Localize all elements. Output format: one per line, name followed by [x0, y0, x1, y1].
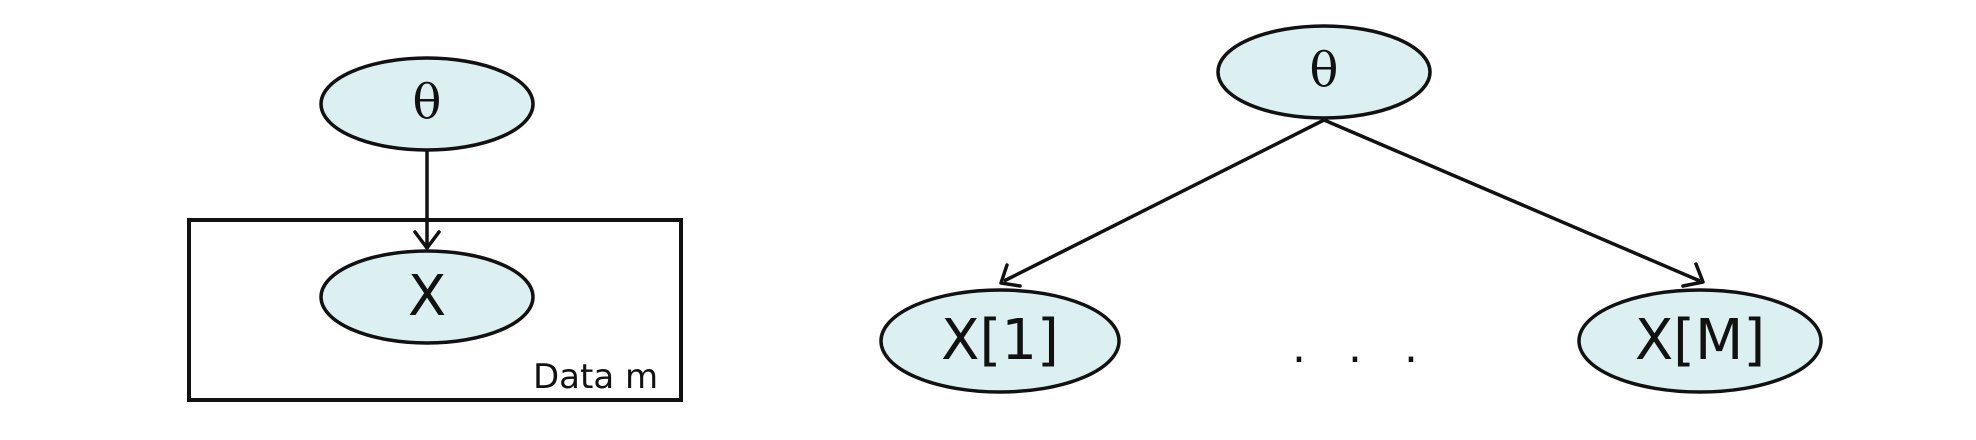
theta-node — [319, 56, 535, 152]
unrolled-model: θ X[1] . . . X[M] — [879, 24, 1823, 394]
x-node-label: X — [408, 264, 446, 329]
xm-node-label: X[M] — [1635, 308, 1765, 373]
theta-node-label: θ — [1310, 43, 1339, 99]
x1-node-label: X[1] — [941, 308, 1059, 373]
xm-node — [1577, 288, 1823, 394]
arrowhead-theta-to-x1 — [999, 263, 1022, 288]
theta-node-label: θ — [413, 75, 442, 131]
x-node — [319, 249, 535, 345]
plate-box — [187, 218, 683, 402]
edge-theta-to-xm — [1323, 118, 1701, 283]
theta-node — [1216, 24, 1432, 120]
edge-theta-to-x1 — [1003, 118, 1325, 283]
ellipsis: . . . — [1292, 322, 1432, 373]
plate-model: Data m θ X — [187, 56, 683, 402]
arrowhead-theta-to-xm — [1681, 262, 1705, 288]
x1-node — [879, 288, 1121, 394]
plate-label: Data m — [533, 357, 658, 397]
arrowhead-theta-to-x — [413, 230, 441, 250]
